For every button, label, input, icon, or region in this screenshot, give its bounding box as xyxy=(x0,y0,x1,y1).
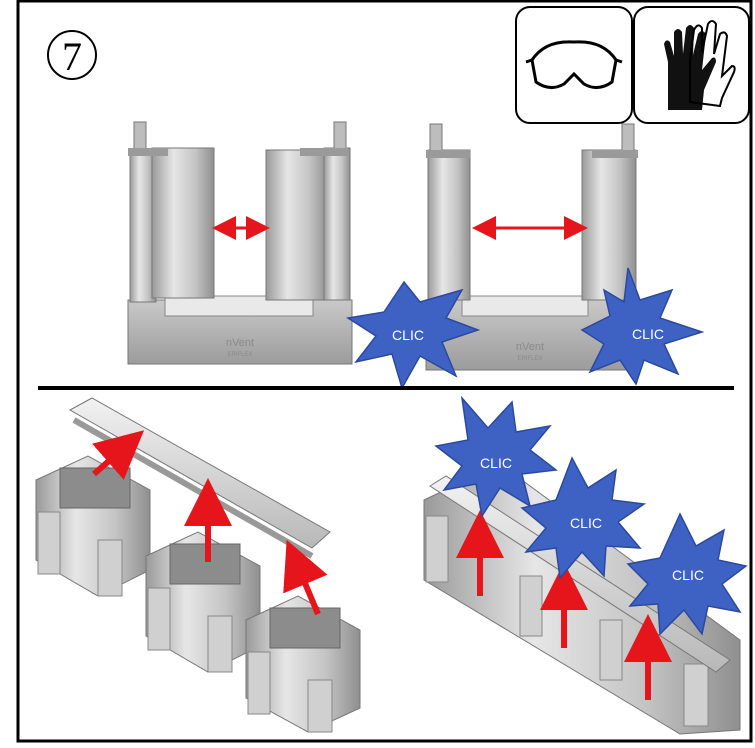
clic-label-3: CLIC xyxy=(480,455,512,471)
brand-subtext-right: ERIFLEX xyxy=(517,356,542,362)
page-frame xyxy=(16,0,753,743)
holders-open-assembly: nVent ERIFLEX xyxy=(127,121,353,365)
clic-label-5: CLIC xyxy=(672,567,704,583)
brand-logo-right: nVent xyxy=(516,341,544,353)
mount-arrow-1 xyxy=(92,430,145,480)
clic-label-4: CLIC xyxy=(570,515,602,531)
clic-burst-4: CLIC xyxy=(520,456,647,580)
protective-gloves-icon xyxy=(633,6,750,124)
mount-arrow-3 xyxy=(283,539,328,616)
clic-label-1: CLIC xyxy=(392,327,424,343)
safety-glasses-icon xyxy=(515,6,633,124)
clic-burst-5: CLIC xyxy=(626,512,748,636)
brand-logo-left: nVent xyxy=(226,337,254,349)
step-number-badge: 7 xyxy=(47,30,97,80)
clic-burst-2: CLIC xyxy=(580,267,705,386)
busbar-holders-left xyxy=(35,455,361,733)
step-number: 7 xyxy=(62,34,82,79)
brand-subtext-left: ERIFLEX xyxy=(227,352,252,358)
clic-burst-1: CLIC xyxy=(345,280,481,390)
clic-label-2: CLIC xyxy=(632,326,664,342)
